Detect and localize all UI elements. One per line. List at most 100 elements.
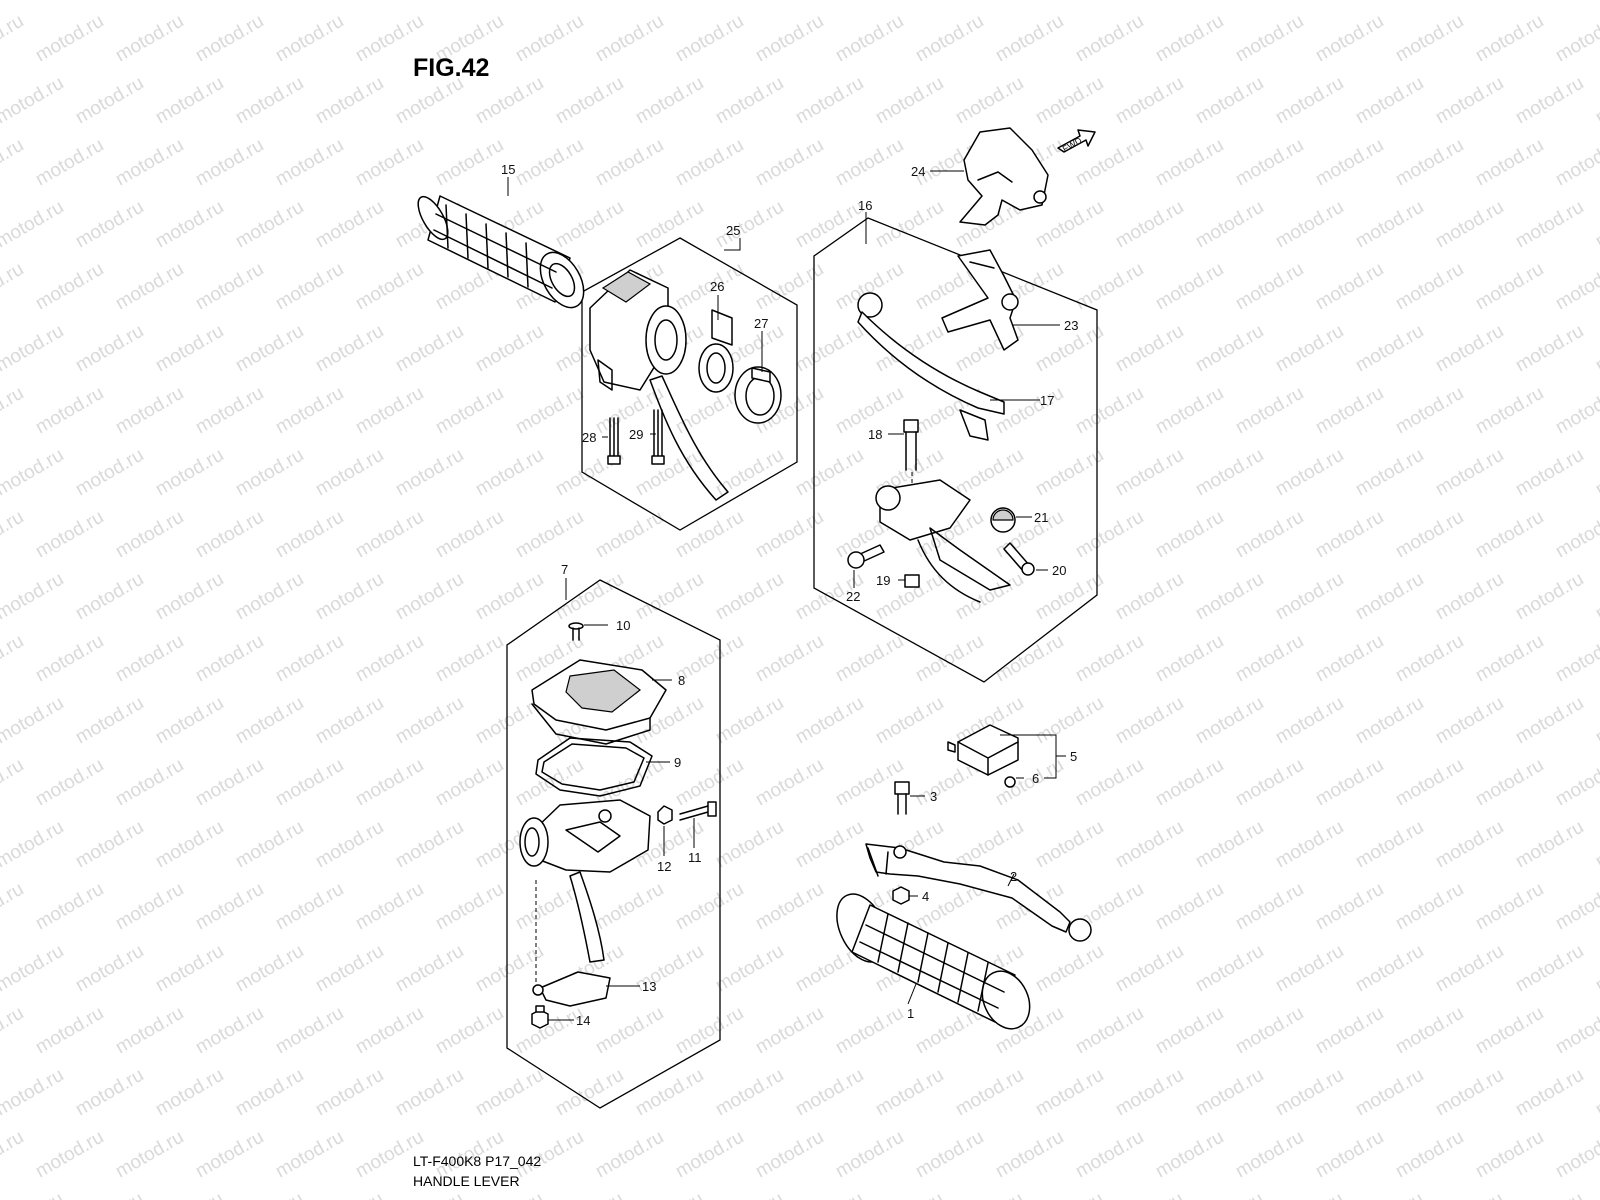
watermark-text: motod.ru [392,0,467,4]
watermark-text: motod.ru [272,11,347,67]
watermark-text: motod.ru [872,1065,947,1121]
watermark-text: motod.ru [1592,73,1600,129]
watermark-text: motod.ru [632,1189,707,1200]
watermark-text: motod.ru [512,11,587,67]
watermark-text: motod.ru [232,1189,307,1200]
watermark-text: motod.ru [1392,259,1467,315]
watermark-text: motod.ru [0,693,67,749]
watermark-text: motod.ru [1552,259,1600,315]
watermark-text: motod.ru [632,0,707,4]
watermark-text: motod.ru [352,1003,427,1059]
watermark-text: motod.ru [1592,569,1600,625]
watermark-text: motod.ru [192,507,267,563]
watermark-text: motod.ru [1072,135,1147,191]
watermark-text: motod.ru [912,11,987,67]
watermark-text: motod.ru [872,73,947,129]
callout-8: 8 [678,673,685,688]
watermark-text: motod.ru [32,879,107,935]
watermark-text: motod.ru [552,73,627,129]
switch-part-26 [698,309,734,393]
callout-12: 12 [657,859,671,874]
watermark-text: motod.ru [232,197,307,253]
watermark-text: motod.ru [1232,631,1307,687]
watermark-text: motod.ru [1152,755,1227,811]
watermark-text: motod.ru [1232,383,1307,439]
watermark-text: motod.ru [512,383,587,439]
watermark-text: motod.ru [872,1189,947,1200]
callout-17: 17 [1040,393,1054,408]
leader-lines [507,170,1066,1021]
watermark-text: motod.ru [232,1065,307,1121]
watermark-text: motod.ru [1032,0,1107,4]
watermark-text: motod.ru [32,11,107,67]
watermark-text: motod.ru [1592,321,1600,377]
watermark-text: motod.ru [272,755,347,811]
watermark-text: motod.ru [712,73,787,129]
nut-part-19 [904,574,920,588]
watermark-text: motod.ru [272,1127,347,1183]
watermark-text: motod.ru [952,445,1027,501]
watermark-text: motod.ru [1232,879,1307,935]
watermark-text: motod.ru [712,693,787,749]
watermark-text: motod.ru [152,941,227,997]
watermark-text: motod.ru [1392,1127,1467,1183]
fwd-arrow-icon: FWD [1057,129,1096,154]
callout-14: 14 [576,1013,590,1028]
watermark-text: motod.ru [952,1065,1027,1121]
watermark-text: motod.ru [32,135,107,191]
watermark-text: motod.ru [592,135,667,191]
watermark-text: motod.ru [792,321,867,377]
watermark-text: motod.ru [832,1127,907,1183]
watermark-text: motod.ru [992,1127,1067,1183]
watermark-text: motod.ru [1152,11,1227,67]
watermark-text: motod.ru [432,879,507,935]
watermark-text: motod.ru [0,445,67,501]
watermark-text: motod.ru [1072,383,1147,439]
callout-24: 24 [911,164,925,179]
watermark-text: motod.ru [792,693,867,749]
watermark-text: motod.ru [232,817,307,873]
watermark-text: motod.ru [1192,1065,1267,1121]
watermark-text: motod.ru [1472,631,1547,687]
watermark-text: motod.ru [1592,817,1600,873]
watermark-text: motod.ru [112,135,187,191]
callout-11: 11 [688,850,702,865]
watermark-text: motod.ru [672,1127,747,1183]
watermark-text: motod.ru [1112,817,1187,873]
cover-part-24 [959,127,1049,226]
watermark-text: motod.ru [1232,1127,1307,1183]
cover-part-13 [532,880,611,1007]
watermark-text: motod.ru [712,817,787,873]
watermark-text: motod.ru [1392,135,1467,191]
watermark-text: motod.ru [1032,1189,1107,1200]
watermark-text: motod.ru [1112,0,1187,4]
watermark-text: motod.ru [592,1127,667,1183]
nut-part-14 [531,1005,549,1029]
watermark-text: motod.ru [0,0,67,4]
watermark-text: motod.ru [1432,1189,1507,1200]
watermark-text: motod.ru [152,1189,227,1200]
pin-part-3 [894,781,910,815]
watermark-text: motod.ru [1272,73,1347,129]
callout-labels: 15 25 26 27 28 29 16 24 23 17 18 21 20 2… [501,162,1078,1028]
watermark-text: motod.ru [72,1065,147,1121]
callout-7: 7 [561,562,568,577]
watermark-text: motod.ru [352,507,427,563]
screw-part-11 [679,801,717,821]
watermark-text: motod.ru [432,135,507,191]
watermark-text: motod.ru [152,569,227,625]
watermark-text: motod.ru [1352,569,1427,625]
nut-part-12 [657,805,673,825]
watermark-text: motod.ru [1552,1127,1600,1183]
watermark-text: motod.ru [1112,445,1187,501]
callout-22: 22 [846,589,860,604]
group-frame-16 [813,217,1098,683]
watermark-text: motod.ru [112,631,187,687]
watermark-text: motod.ru [0,1003,27,1059]
watermark-text: motod.ru [832,11,907,67]
watermark-text: motod.ru [1432,693,1507,749]
watermark-text: motod.ru [1352,1065,1427,1121]
watermark-text: motod.ru [0,1189,67,1200]
watermark-text: motod.ru [352,135,427,191]
